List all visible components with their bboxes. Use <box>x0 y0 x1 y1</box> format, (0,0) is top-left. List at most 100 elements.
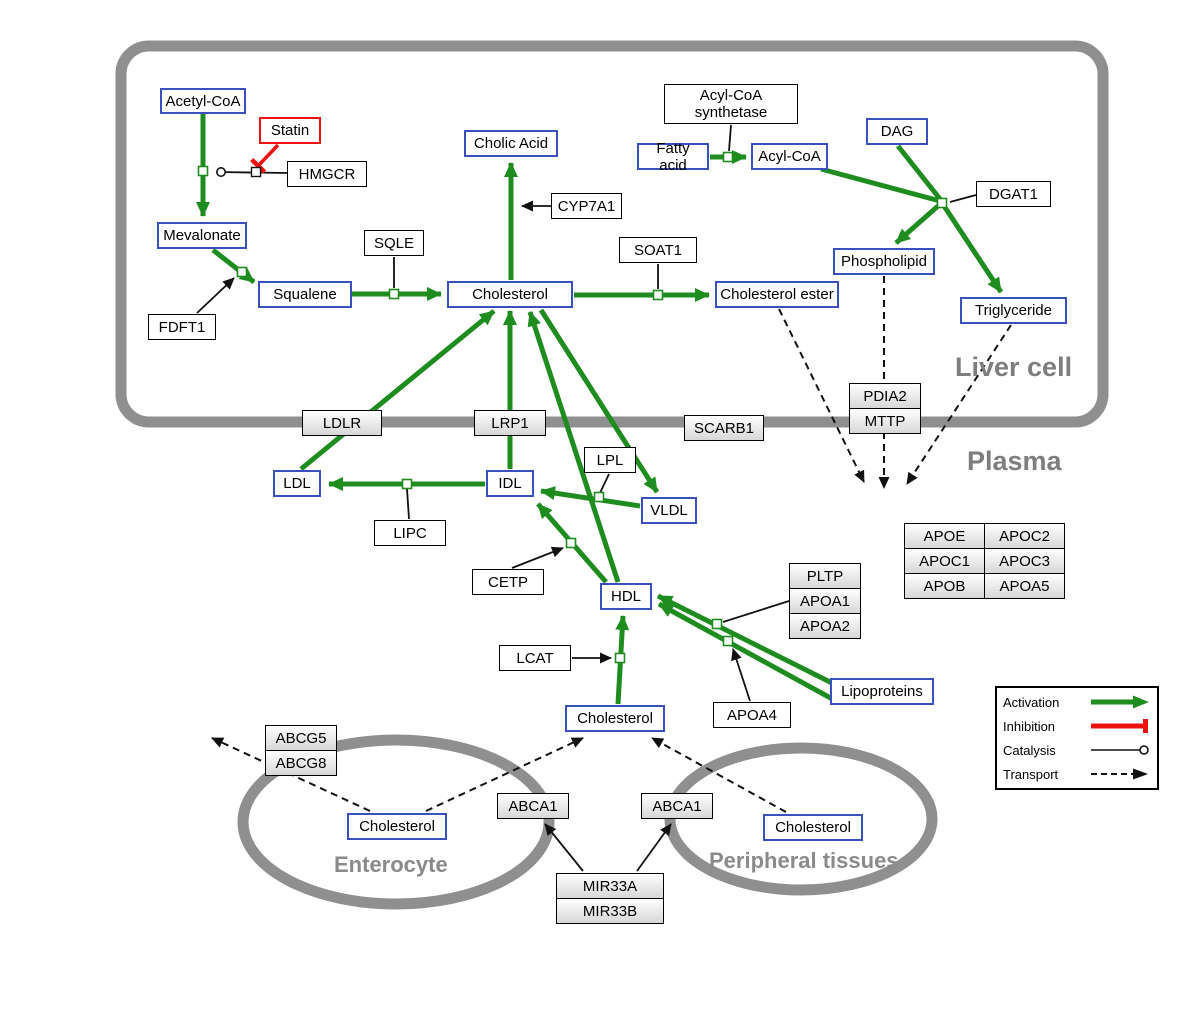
node-triglyceride: Triglyceride <box>960 297 1067 324</box>
legend-row-inhibition: Inhibition <box>1003 714 1151 738</box>
node-cholesterol-plasma: Cholesterol <box>565 705 665 732</box>
edge-acylcoa-synthetase-catalysis <box>728 124 732 152</box>
node-hdl: HDL <box>600 583 652 610</box>
edge-apoa-stack-connector <box>722 600 790 623</box>
node-apoa4: APOA4 <box>713 702 791 728</box>
edge-fdft1-catalysis <box>196 277 235 314</box>
legend-row-transport: Transport <box>1003 762 1151 786</box>
node-lrp1: LRP1 <box>474 410 546 436</box>
node-idl: IDL <box>486 470 534 497</box>
node-apob: APOB <box>904 573 985 599</box>
node-dgat1: DGAT1 <box>976 181 1051 207</box>
anchor-dgat1 <box>936 197 948 209</box>
edge-cetp-catalysis <box>511 546 564 569</box>
legend-catalysis-label: Catalysis <box>1003 742 1056 758</box>
catalysis-circle-icon <box>1091 745 1149 755</box>
anchor-sqle <box>388 288 400 300</box>
node-abca1-right: ABCA1 <box>641 793 713 819</box>
node-phospholipid: Phospholipid <box>833 248 935 275</box>
node-abca1-left: ABCA1 <box>497 793 569 819</box>
node-cetp: CETP <box>472 569 544 595</box>
edge-apoa4-connector <box>731 648 751 702</box>
edge-junction-phospholipid <box>894 204 940 245</box>
legend-transport-label: Transport <box>1003 766 1059 782</box>
node-acetyl-coa: Acetyl-CoA <box>160 88 246 114</box>
anchor-hmgcr <box>197 165 209 177</box>
legend-row-activation: Activation <box>1003 690 1151 714</box>
anchor-lipc <box>401 478 413 490</box>
edge-lipc-catalysis <box>406 488 410 520</box>
node-apoc2: APOC2 <box>984 523 1065 549</box>
edge-mevalonate-squalene <box>211 248 256 284</box>
node-ldlr: LDLR <box>302 410 382 436</box>
node-cholesterol-enterocyte: Cholesterol <box>347 813 447 840</box>
anchor-lcat <box>614 652 626 664</box>
node-sqle: SQLE <box>364 230 424 256</box>
node-squalene: Squalene <box>258 281 352 308</box>
node-cholic-acid: Cholic Acid <box>464 130 558 157</box>
node-mttp: MTTP <box>849 408 921 434</box>
enterocyte-label: Enterocyte <box>334 852 448 877</box>
node-cholesterol-peripheral: Cholesterol <box>763 814 863 841</box>
edge-mir33-abca1-left <box>544 823 584 872</box>
edge-acylcoa-junction <box>820 166 941 204</box>
node-cholesterol-ester: Cholesterol ester <box>715 281 839 308</box>
node-hmgcr: HMGCR <box>287 161 367 187</box>
edge-dgat1-catalysis <box>949 194 977 203</box>
node-mir33a: MIR33A <box>556 873 664 899</box>
edge-mir33-abca1-right <box>636 823 672 872</box>
edge-hmgcr-catalysis <box>215 167 288 178</box>
node-lpl: LPL <box>584 447 636 473</box>
legend-inhibition-label: Inhibition <box>1003 718 1056 734</box>
anchor-soat1 <box>652 289 664 301</box>
node-cholesterol-liver: Cholesterol <box>447 281 573 308</box>
node-cyp7a1: CYP7A1 <box>551 193 622 219</box>
peripheral-tissues-label: Peripheral tissues <box>709 848 899 873</box>
node-ldl: LDL <box>273 470 321 497</box>
node-soat1: SOAT1 <box>619 237 697 263</box>
edge-hdl-cetp-idl <box>536 502 608 584</box>
node-apoa2: APOA2 <box>789 613 861 639</box>
node-mir33b: MIR33B <box>556 898 664 924</box>
edge-vldl-idl <box>540 486 641 509</box>
node-fatty-acid: Fatty acid <box>637 140 709 174</box>
liver-cell-label: Liver cell <box>955 352 1073 382</box>
node-abcg8: ABCG8 <box>265 750 337 776</box>
node-mevalonate: Mevalonate <box>157 222 247 249</box>
node-lipoproteins: Lipoproteins <box>830 678 934 705</box>
legend: Activation Inhibition Catalysis Transpor… <box>995 686 1159 790</box>
node-apoc3: APOC3 <box>984 548 1065 574</box>
node-fdft1: FDFT1 <box>148 314 216 340</box>
anchor-acylcoa-synthetase <box>722 151 734 163</box>
node-lipc: LIPC <box>374 520 446 546</box>
transport-dashed-arrow-icon <box>1091 768 1148 780</box>
node-vldl: VLDL <box>641 497 697 524</box>
activation-arrow-icon <box>1091 695 1149 709</box>
edge-cholesterol-lcat-hdl <box>615 615 630 705</box>
edge-statin-inhibition <box>250 143 280 174</box>
node-scarb1: SCARB1 <box>684 415 764 441</box>
legend-row-catalysis: Catalysis <box>1003 738 1151 762</box>
node-dag: DAG <box>866 118 928 145</box>
node-apoa5: APOA5 <box>984 573 1065 599</box>
node-pdia2: PDIA2 <box>849 383 921 409</box>
plasma-label: Plasma <box>967 446 1062 476</box>
legend-activation-label: Activation <box>1003 694 1060 710</box>
node-abcg5: ABCG5 <box>265 725 337 751</box>
edge-dag-junction <box>896 144 942 201</box>
node-acyl-coa: Acyl-CoA <box>751 143 828 170</box>
anchor-apoa4 <box>722 635 734 647</box>
edge-ldl-ldlr-cholesterol <box>299 309 496 471</box>
anchor-lpl <box>593 491 605 503</box>
inhibition-tbar-icon <box>1091 719 1148 733</box>
anchor-cetp <box>565 537 577 549</box>
node-statin: Statin <box>259 117 321 144</box>
node-acyl-coa-synthetase: Acyl-CoA synthetase <box>664 84 798 124</box>
anchor-statin <box>250 166 262 178</box>
anchor-fdft1 <box>236 266 248 278</box>
node-apoe: APOE <box>904 523 985 549</box>
node-apoa1: APOA1 <box>789 588 861 614</box>
node-apoc1: APOC1 <box>904 548 985 574</box>
anchor-apoa-stack <box>711 618 723 630</box>
